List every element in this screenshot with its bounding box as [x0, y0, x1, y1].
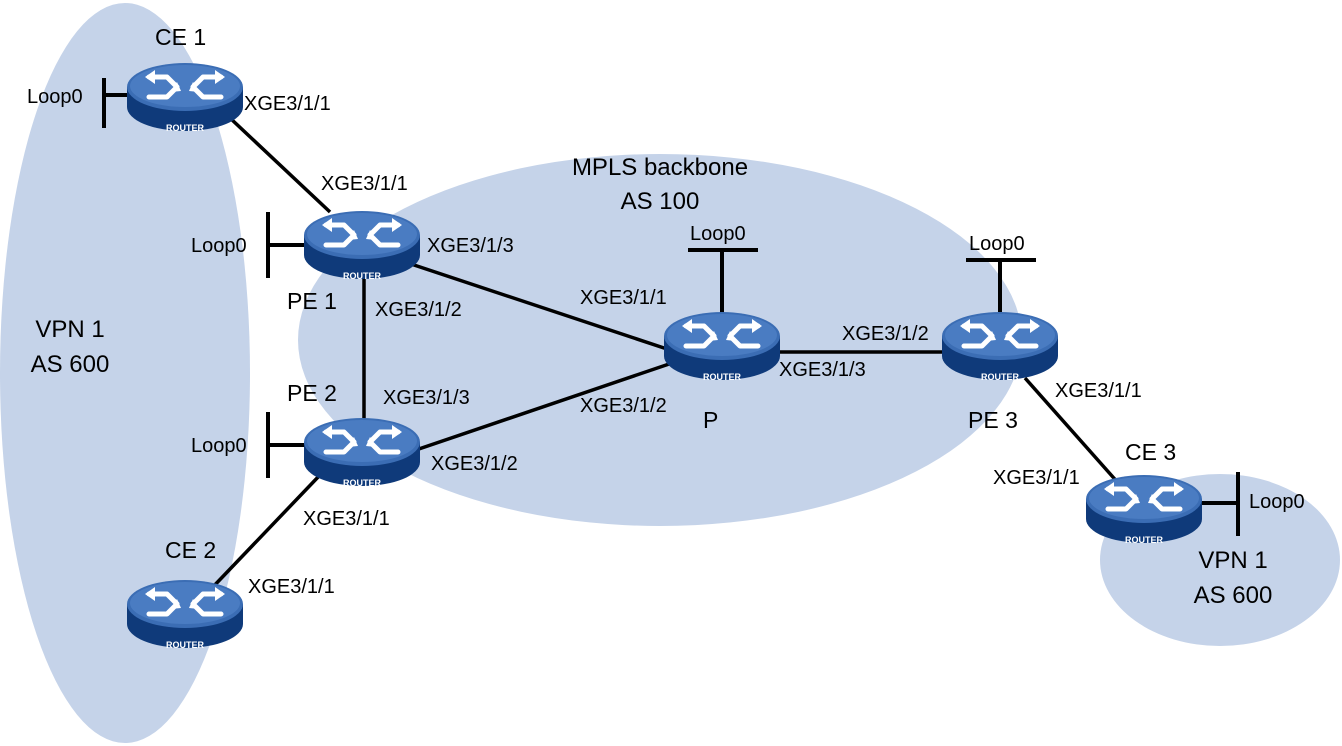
- router-badge: ROUTER: [343, 478, 382, 488]
- pe3-name: PE 3: [968, 407, 1018, 433]
- router-icon: [664, 312, 780, 380]
- pe2-name: PE 2: [287, 380, 337, 406]
- ce3-loop-label: Loop0: [1249, 491, 1305, 513]
- router-pe2[interactable]: ROUTER: [304, 418, 420, 488]
- pe2-loop-label: Loop0: [191, 435, 247, 457]
- router-icon: [127, 580, 243, 648]
- p-loop-label: Loop0: [690, 223, 746, 245]
- router-icon: [1086, 475, 1202, 543]
- router-pe3[interactable]: ROUTER: [942, 312, 1058, 382]
- mpls-as-label: AS 100: [621, 188, 700, 215]
- router-badge: ROUTER: [166, 123, 205, 133]
- links: [208, 116, 1122, 592]
- router-badge: ROUTER: [703, 372, 742, 382]
- vpn1-right-as-label: AS 600: [1194, 582, 1273, 609]
- p-name: P: [703, 407, 718, 433]
- router-pe1[interactable]: ROUTER: [304, 211, 420, 281]
- pe1-name: PE 1: [287, 288, 337, 314]
- link-pe3-ce3: [1023, 376, 1122, 487]
- router-ce3[interactable]: ROUTER: [1086, 475, 1202, 545]
- vpn1-right-label: VPN 1: [1198, 547, 1267, 574]
- if-pe2-p: XGE3/1/2: [431, 453, 518, 475]
- if-p-pe2: XGE3/1/2: [580, 395, 667, 417]
- pe1-loop-label: Loop0: [191, 235, 247, 257]
- router-icon: [942, 312, 1058, 380]
- link-pe2-ce2: [208, 473, 322, 592]
- router-ce1[interactable]: ROUTER: [127, 63, 243, 133]
- if-ce2-pe2: XGE3/1/1: [248, 576, 335, 598]
- ce1-name: CE 1: [155, 24, 206, 50]
- router-badge: ROUTER: [343, 271, 382, 281]
- if-pe3-p: XGE3/1/2: [842, 323, 929, 345]
- mpls-backbone-label: MPLS backbone: [572, 154, 748, 181]
- if-pe2-pe1: XGE3/1/3: [383, 387, 470, 409]
- if-p-pe1: XGE3/1/1: [580, 287, 667, 309]
- vpn1-left-as-label: AS 600: [31, 351, 110, 378]
- router-badge: ROUTER: [166, 640, 205, 650]
- vpn1-left-area: [0, 3, 250, 743]
- if-ce3-pe3: XGE3/1/1: [993, 467, 1080, 489]
- if-ce1-pe1: XGE3/1/1: [244, 93, 331, 115]
- if-pe3-ce3: XGE3/1/1: [1055, 380, 1142, 402]
- router-badge: ROUTER: [1125, 535, 1164, 545]
- link-pe1-p: [404, 260, 671, 352]
- pe3-loop-label: Loop0: [969, 233, 1025, 255]
- router-p[interactable]: ROUTER: [664, 312, 780, 382]
- ce1-loop-label: Loop0: [27, 86, 83, 108]
- if-pe2-ce2: XGE3/1/1: [303, 508, 390, 530]
- link-pe2-p: [409, 360, 676, 454]
- link-ce1-pe1: [228, 116, 332, 214]
- router-icon: [304, 418, 420, 486]
- if-p-pe3: XGE3/1/3: [779, 359, 866, 381]
- ce2-name: CE 2: [165, 537, 216, 563]
- if-pe1-p: XGE3/1/3: [427, 235, 514, 257]
- loopbacks: [102, 78, 1240, 536]
- router-icon: [127, 63, 243, 131]
- router-icon: [304, 211, 420, 279]
- ce3-name: CE 3: [1125, 439, 1176, 465]
- if-pe1-ce1: XGE3/1/1: [321, 173, 408, 195]
- router-badge: ROUTER: [981, 372, 1020, 382]
- if-pe1-pe2: XGE3/1/2: [375, 299, 462, 321]
- router-ce2[interactable]: ROUTER: [127, 580, 243, 650]
- mpls-backbone-area: [298, 154, 1022, 526]
- vpn1-left-label: VPN 1: [35, 316, 104, 343]
